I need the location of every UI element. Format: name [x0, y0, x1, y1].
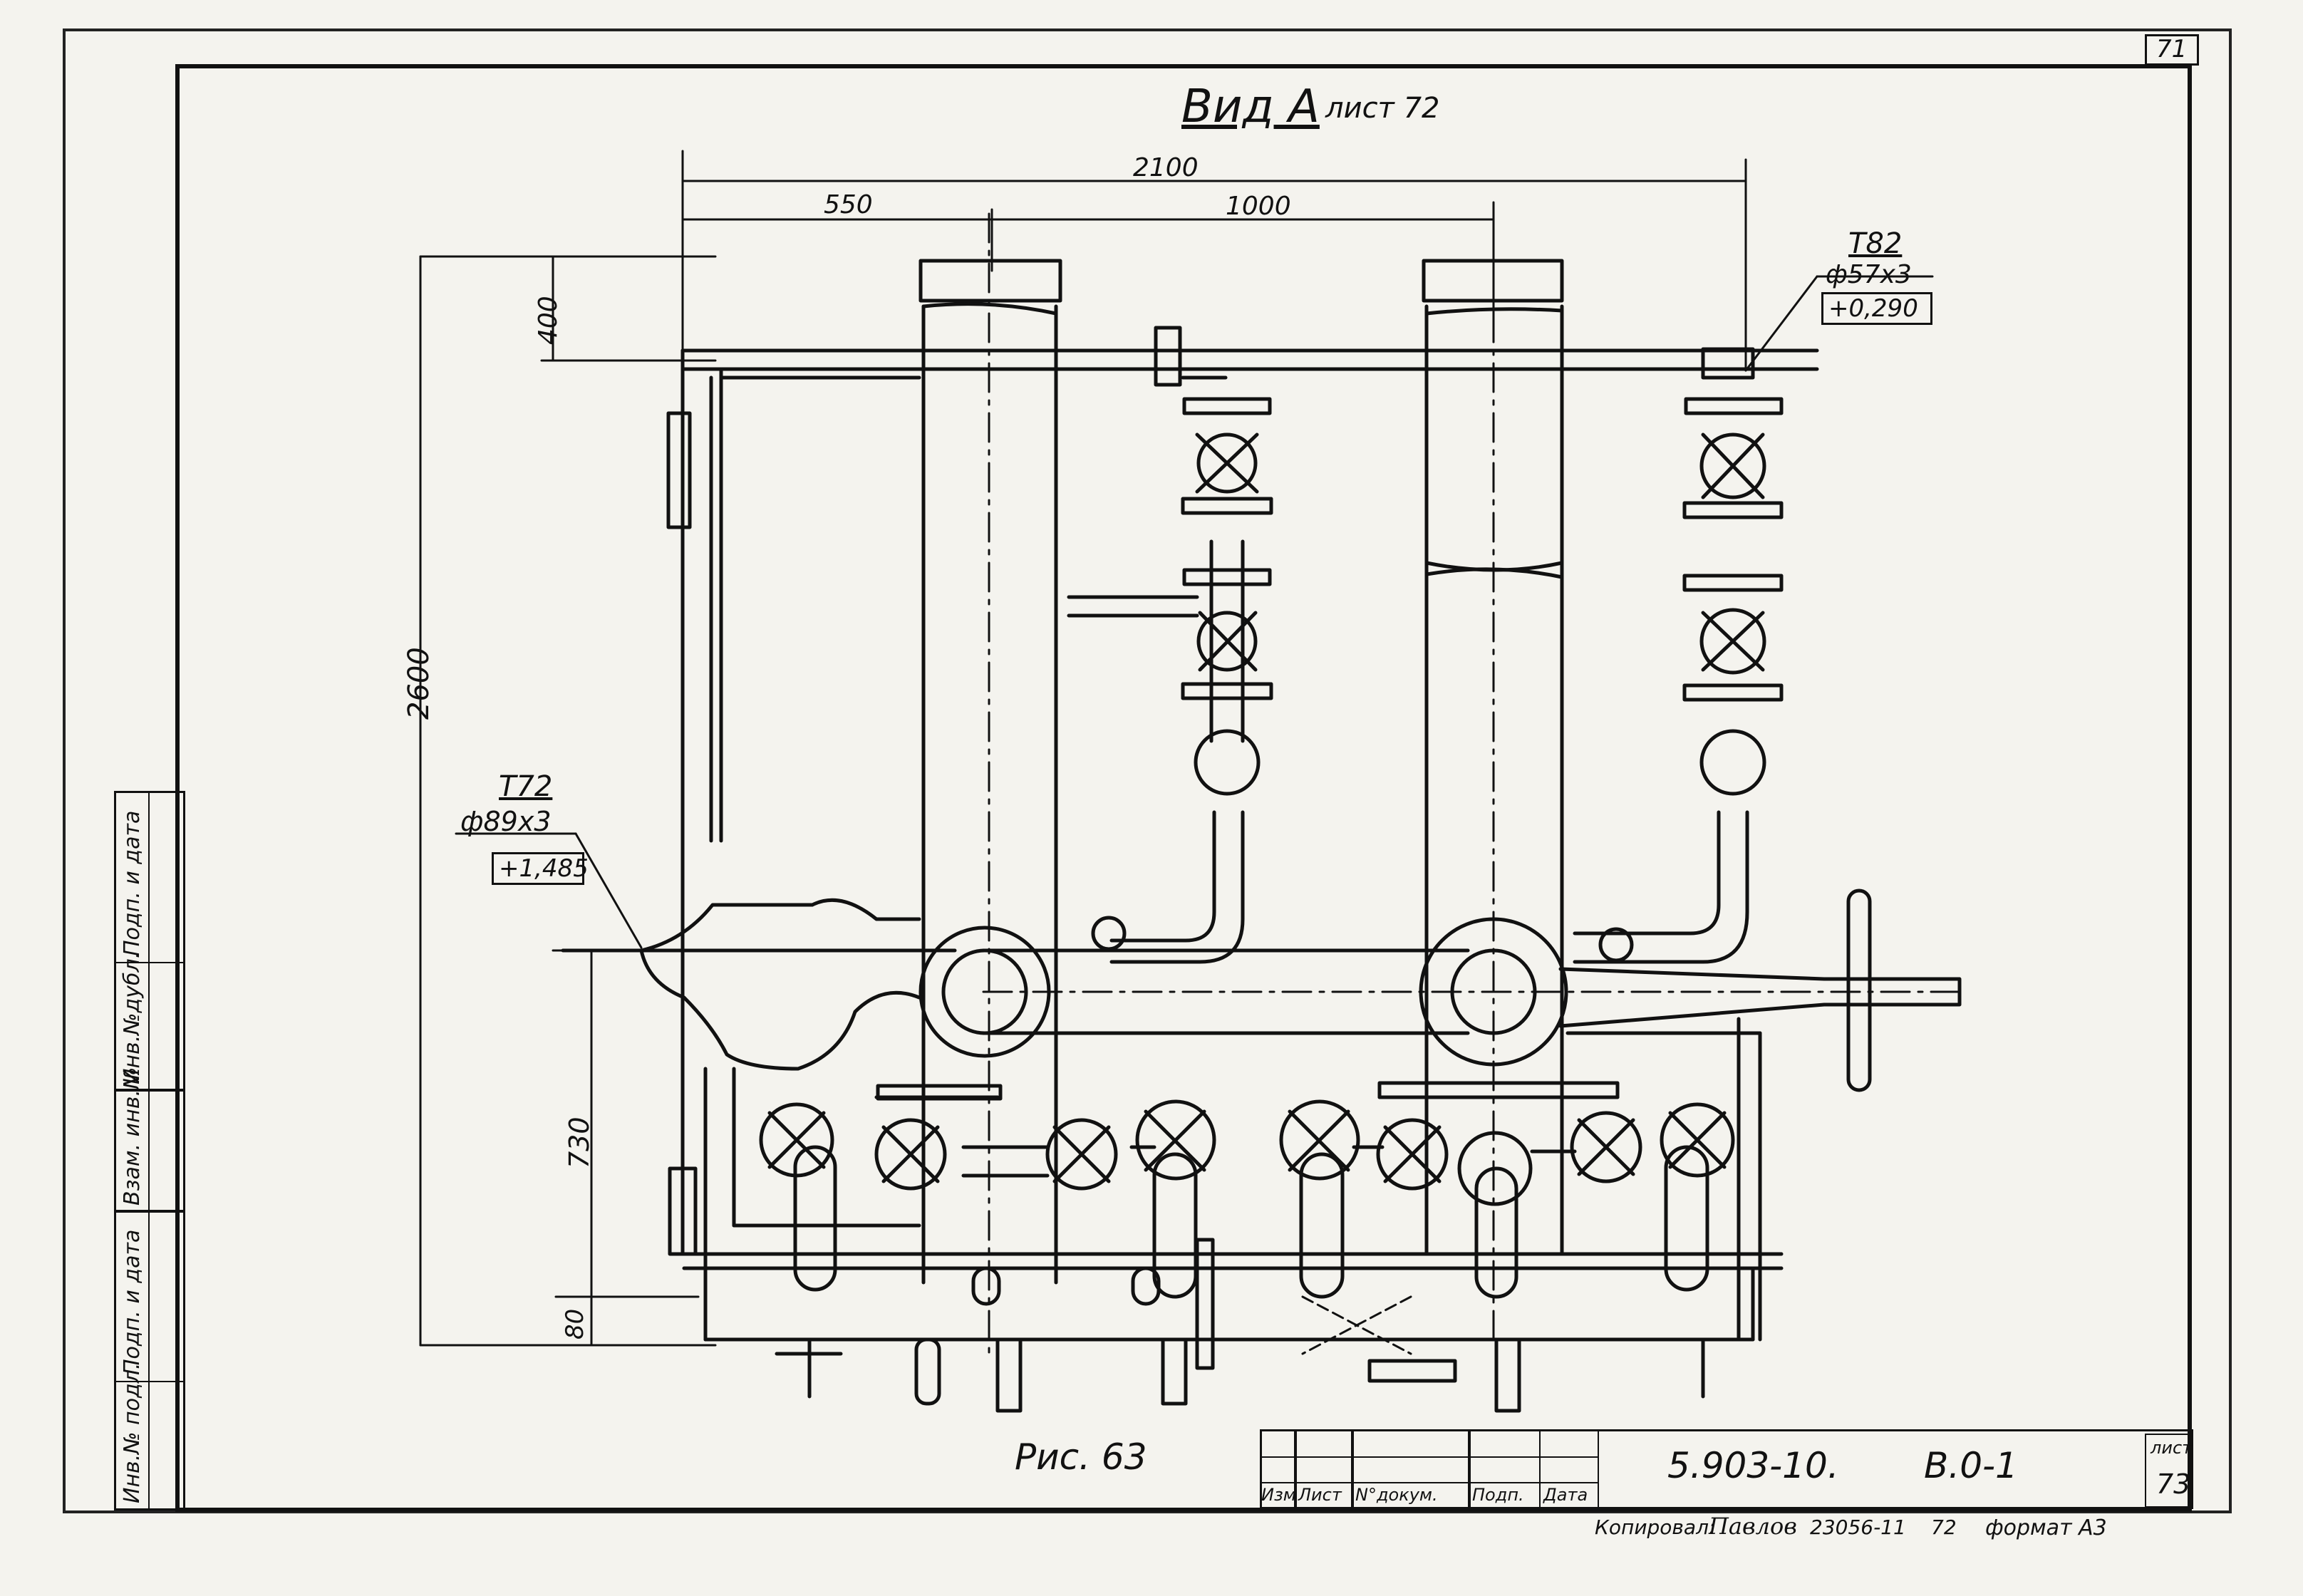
right-valve-stack — [1573, 347, 1784, 964]
outer-frame — [63, 28, 2232, 1513]
dim-2100: 2100 — [1133, 153, 1199, 182]
middle-valve-stack — [1067, 326, 1273, 964]
callout-right-elevation-box — [1821, 292, 1932, 325]
callout-left-pipe: ф89x3 — [460, 806, 552, 837]
doc-code: 5.903-10. — [1667, 1445, 1839, 1486]
left-column — [918, 212, 1062, 1355]
title-block-col — [1260, 1429, 1295, 1509]
header-izm: Изм — [1261, 1485, 1296, 1505]
sheet-number: 73 — [2156, 1468, 2191, 1500]
mixer-block — [703, 1067, 1735, 1342]
callout-left-elevation-box — [492, 852, 584, 885]
header-signature: Подп. — [1472, 1485, 1524, 1505]
side-stamp-row — [114, 1090, 185, 1211]
copied-by-label: Копировал: — [1595, 1515, 1716, 1539]
view-title: Вид А — [1181, 81, 1320, 133]
header-list: Лист — [1298, 1485, 1342, 1505]
left-frame — [666, 348, 921, 1256]
title-block-col — [1295, 1429, 1352, 1509]
view-reference: лист 72 — [1325, 92, 1440, 125]
dim-550: 550 — [824, 190, 873, 219]
top-sheet-number: 71 — [2156, 35, 2188, 63]
header-date: Дата — [1543, 1485, 1588, 1505]
right-callout-leader — [1744, 275, 1934, 372]
side-stamp-row — [114, 962, 185, 1090]
sheet-label: лист — [2151, 1438, 2193, 1458]
dim-1000: 1000 — [1226, 192, 1291, 221]
figure-caption: Рис. 63 — [1015, 1436, 1147, 1478]
copier-signature: Павлов — [1709, 1513, 1797, 1540]
order-year: 72 — [1931, 1515, 1957, 1539]
header-doc-no: N°докум. — [1355, 1485, 1438, 1505]
order-number: 23056-11 — [1810, 1515, 1906, 1539]
right-column — [1422, 212, 1564, 1341]
dimension-lines — [419, 150, 1747, 1347]
callout-right-tag: Т82 — [1848, 227, 1903, 260]
top-sheet-number-box — [2145, 34, 2199, 66]
main-header — [561, 888, 1962, 1342]
skid-base — [682, 1238, 1784, 1413]
inner-frame — [175, 64, 2192, 1512]
title-block-sheet-cell — [2145, 1434, 2192, 1508]
callout-right-elevation: +0,290 — [1828, 294, 1918, 323]
format-label: формат А3 — [1985, 1515, 2107, 1540]
top-header-pipe — [680, 348, 1819, 371]
callout-right-pipe: ф57x3 — [1826, 260, 1912, 289]
callout-left-tag: Т72 — [499, 770, 553, 803]
left-callout-leader — [455, 832, 643, 949]
title-block-col — [1469, 1429, 1541, 1509]
title-block-col — [1352, 1429, 1469, 1509]
callout-left-elevation: +1,485 — [499, 854, 589, 883]
sheet-code: В.0-1 — [1924, 1445, 2018, 1486]
side-stamp-row — [114, 1211, 185, 1382]
